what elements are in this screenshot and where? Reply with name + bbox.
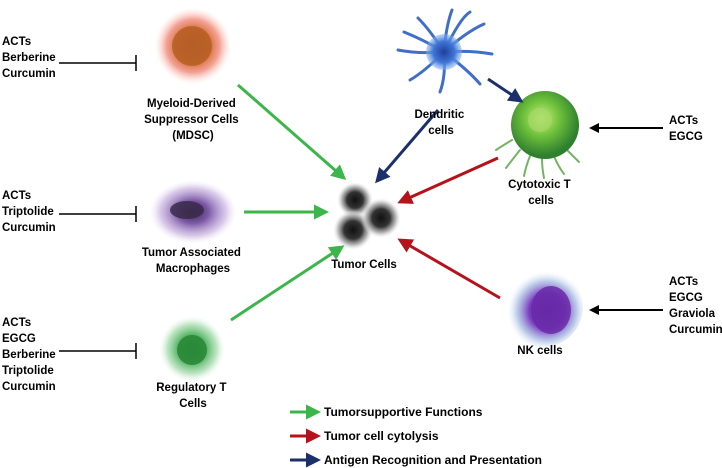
legend-label: Tumor cell cytolysis — [324, 429, 439, 443]
mdsc-label: Myeloid-Derived Suppressor Cells (MDSC) — [144, 98, 242, 142]
arrow-nk-to-tumor — [397, 238, 501, 300]
legend-item-cytolysis: Tumor cell cytolysis — [290, 428, 439, 444]
compounds-nk: ACTs EGCG Graviola Curcumin — [669, 276, 722, 336]
arrow-treg-to-tumor — [230, 245, 345, 322]
compounds-ctl: ACTs EGCG — [669, 115, 703, 143]
tumor-cells-label: Tumor Cells — [331, 259, 397, 271]
dendritic-cell-illustration — [396, 8, 494, 94]
arrow-mdsc-to-tumor — [237, 83, 347, 180]
mdsc-cell-illustration — [155, 8, 231, 84]
compounds-macrophages: ACTs Triptolide Curcumin — [2, 190, 57, 234]
regulatory-t-label: Regulatory T Cells — [156, 382, 230, 410]
inhibit-treg — [59, 343, 137, 359]
inhibit-mdsc — [59, 55, 137, 71]
legend-item-antigen: Antigen Recognition and Presentation — [290, 452, 542, 468]
legend-label: Tumorsupportive Functions — [324, 405, 483, 419]
macrophages-label: Tumor Associated Macrophages — [142, 247, 244, 275]
cytotoxic-t-cell-illustration — [495, 91, 580, 179]
cytotoxic-t-label: Cytotoxic T cells — [508, 179, 574, 207]
arrow-dendritic-to-ctl — [487, 77, 524, 103]
legend: Tumorsupportive Functions Tumor cell cyt… — [290, 404, 542, 468]
macrophage-cell-illustration — [149, 180, 237, 244]
compounds-treg: ACTs EGCG Berberine Triptolide Curcumin — [2, 317, 59, 393]
arrow-dendritic-to-tumor — [375, 109, 440, 184]
legend-item-supportive: Tumorsupportive Functions — [290, 404, 483, 420]
legend-label: Antigen Recognition and Presentation — [324, 453, 542, 467]
dendritic-label: Dendritic cells — [414, 109, 467, 137]
compounds-mdsc: ACTs Berberine Curcumin — [2, 36, 59, 80]
nk-label: NK cells — [517, 345, 562, 357]
nk-cell-illustration — [503, 267, 583, 347]
regulatory-t-cell-illustration — [159, 316, 225, 382]
arrow-ctl-to-tumor — [397, 156, 499, 204]
tumor-cells-illustration — [333, 182, 401, 250]
inhibit-macrophages — [59, 206, 137, 222]
